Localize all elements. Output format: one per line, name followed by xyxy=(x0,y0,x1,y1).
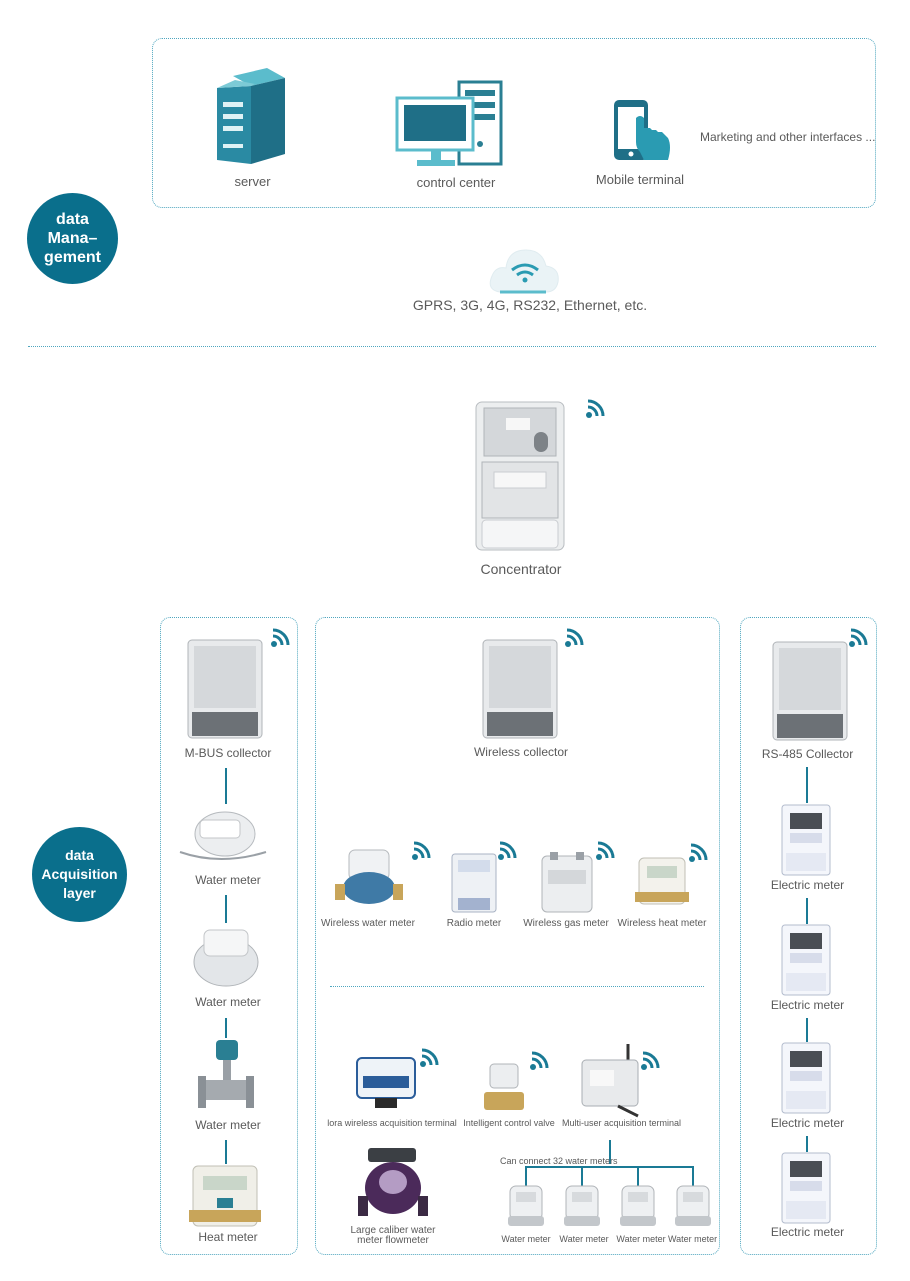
bus-drop xyxy=(692,1166,694,1186)
data-acquisition-text: data Acquisition layer xyxy=(41,847,118,901)
rs485-connector xyxy=(806,767,808,803)
mbus-connector xyxy=(225,1140,227,1164)
management-panel xyxy=(152,38,876,208)
electric-meter-device xyxy=(781,1152,831,1224)
server-label: server xyxy=(234,174,271,189)
wireless-device-label-2: Wireless gas meter xyxy=(523,918,609,929)
electric-meter-device xyxy=(781,804,831,876)
rs485-wifi-icon xyxy=(849,628,868,647)
flow-meter-device xyxy=(198,1040,254,1108)
rs485-device-label-3: Electric meter xyxy=(770,1225,845,1239)
electric-meter-device xyxy=(781,1042,831,1114)
mbus-collector-label: M-BUS collector xyxy=(184,746,272,760)
data-management-badge: data Mana– gement xyxy=(27,193,118,284)
large-caliber-meter-device xyxy=(358,1148,428,1216)
lora-label: lora wireless acquisition terminal xyxy=(327,1118,457,1128)
electric-meter-device xyxy=(781,924,831,996)
can-connect-label: Can connect 32 water meters xyxy=(500,1156,618,1166)
wifi-icon xyxy=(641,1051,660,1070)
rs485-collector-label: RS-485 Collector xyxy=(761,747,854,761)
cloud-wifi-icon xyxy=(489,249,559,294)
water-meter-device xyxy=(179,811,267,860)
heat-meter-device xyxy=(189,1165,261,1227)
marketing-label: Marketing and other interfaces ... xyxy=(700,130,876,144)
wifi-icon xyxy=(498,841,517,860)
wireless-collector-label: Wireless collector xyxy=(473,745,569,759)
mbus-connector xyxy=(225,895,227,923)
bottom-meter-label-1: Water meter xyxy=(559,1234,609,1244)
water-meter-bus xyxy=(525,1166,693,1168)
radio-meter-device xyxy=(451,853,497,913)
concentrator-device xyxy=(475,401,565,551)
mbus-device-label-2: Water meter xyxy=(195,1118,261,1132)
multi-user-connector xyxy=(609,1140,611,1164)
rs485-panel xyxy=(740,617,877,1255)
control-valve-device xyxy=(484,1063,524,1110)
wifi-icon xyxy=(689,843,708,862)
bottom-meter-label-0: Water meter xyxy=(501,1234,551,1244)
water-meter-device xyxy=(564,1185,600,1226)
large-caliber-label: Large caliber water meter flowmeter xyxy=(350,1225,436,1246)
mbus-connector xyxy=(225,768,227,804)
water-meter-device xyxy=(620,1185,656,1226)
bottom-meter-label-3: Water meter xyxy=(668,1234,718,1244)
wireless-heat-meter-device xyxy=(635,857,689,905)
multi-user-terminal-device xyxy=(581,1044,639,1118)
concentrator-label: Concentrator xyxy=(480,561,562,577)
bottom-meter-label-2: Water meter xyxy=(616,1234,666,1244)
wireless-panel xyxy=(315,617,720,1255)
wifi-icon xyxy=(420,1048,439,1067)
rs485-connector xyxy=(806,898,808,924)
wireless-water-meter-device xyxy=(335,849,403,904)
wireless-collector-wifi-icon xyxy=(565,628,584,647)
mbus-collector-device xyxy=(187,639,263,739)
mobile-icon xyxy=(614,100,670,160)
wireless-separator xyxy=(330,986,704,987)
gas-meter-device xyxy=(541,852,593,913)
mbus-device-label-1: Water meter xyxy=(195,995,261,1009)
valve-label: Intelligent control valve xyxy=(463,1118,555,1128)
bus-drop xyxy=(581,1166,583,1186)
rs485-device-label-2: Electric meter xyxy=(770,1116,845,1130)
control-center-label: control center xyxy=(416,175,496,190)
water-meter-device xyxy=(193,929,259,987)
wireless-device-label-1: Radio meter xyxy=(446,918,502,929)
mbus-wifi-icon xyxy=(271,628,290,647)
server-icon xyxy=(217,68,285,164)
computer-icon xyxy=(395,80,503,166)
rs485-connector xyxy=(806,1018,808,1042)
mobile-label: Mobile terminal xyxy=(595,172,685,187)
mbus-connector xyxy=(225,1018,227,1038)
layer-separator xyxy=(28,346,876,347)
concentrator-wifi-icon xyxy=(586,399,605,418)
wifi-icon xyxy=(530,1051,549,1070)
bus-drop xyxy=(637,1166,639,1186)
rs485-device-label-1: Electric meter xyxy=(770,998,845,1012)
rs485-device-label-0: Electric meter xyxy=(770,878,845,892)
wifi-icon xyxy=(412,841,431,860)
water-meter-device xyxy=(675,1185,711,1226)
rs485-connector xyxy=(806,1136,808,1152)
network-label: GPRS, 3G, 4G, RS232, Ethernet, etc. xyxy=(412,297,648,313)
rs485-collector-device xyxy=(772,641,848,741)
water-meter-device xyxy=(508,1185,544,1226)
wifi-icon xyxy=(596,841,615,860)
wireless-collector-device xyxy=(482,639,558,739)
mbus-panel xyxy=(160,617,298,1255)
multi-user-label: Multi-user acquisition terminal xyxy=(562,1118,682,1128)
mbus-device-label-0: Water meter xyxy=(195,873,261,887)
data-management-text: data Mana– gement xyxy=(44,211,101,266)
mbus-device-label-3: Heat meter xyxy=(198,1230,258,1244)
bus-drop xyxy=(525,1166,527,1186)
data-acquisition-badge: data Acquisition layer xyxy=(32,827,127,922)
wireless-device-label-3: Wireless heat meter xyxy=(617,918,707,929)
wireless-device-label-0: Wireless water meter xyxy=(321,918,415,929)
lora-terminal-device xyxy=(356,1057,416,1108)
